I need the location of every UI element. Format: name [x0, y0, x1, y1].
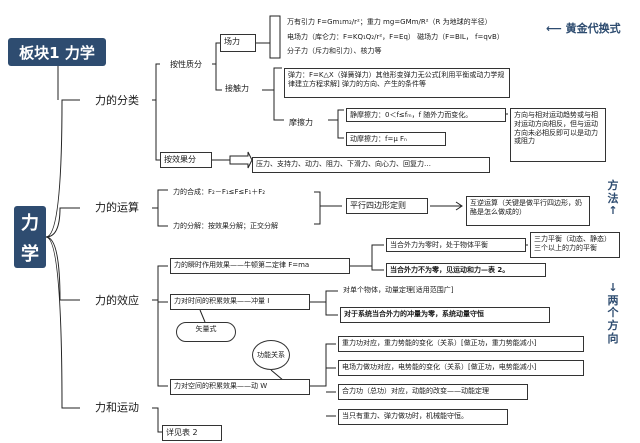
bracket-operation [314, 191, 342, 225]
node-by-effect: 按效果分 [160, 152, 212, 168]
link-time-sub [310, 290, 338, 316]
node-elastic: 弹力：F=K△X（弹簧弹力）其他形变弹力无公式[利用平衡或动力学规律建立方程求解… [284, 68, 510, 98]
node-field-desc-2: 电场力（库仑力：F=KQ₁Q₂/r²，F=Eq） 磁场力（F=BIL， f=qv… [287, 33, 504, 41]
node-kinetic-friction: 动摩擦力：f=μ Fₙ [346, 132, 446, 146]
section-title: 板块1 力学 [8, 38, 106, 66]
node-gravity-work: 重力功对应，重力势能的变化（关系）[做正功，重力势能减小] [338, 336, 584, 352]
two-directions-label: ↓两个方向 [605, 281, 621, 345]
node-field-desc-3: 分子力（斥力和引力）、核力等 [287, 47, 382, 55]
down-arrow-icon: ↓ [608, 281, 618, 294]
gold-arrow-icon: ⟵ [546, 22, 566, 35]
node-net-work: 合力功（总功）对应，动能的改变——动能定理 [338, 384, 528, 400]
node-net-zero: 当合外力为零时，处于物体平衡 [386, 238, 526, 252]
two-directions-text: 两个方向 [607, 293, 619, 345]
node-vector: 矢量式 [176, 322, 236, 342]
gold-replace-text: 黄金代换式 [565, 22, 621, 35]
node-see-table: 详见表 2 [162, 425, 222, 441]
node-cat-effect: 力的效应 [95, 294, 139, 308]
link-contact-sub [262, 67, 284, 121]
node-friction: 摩擦力 [289, 118, 313, 127]
method-label-text: 方法 [607, 179, 619, 205]
link-subject-operation [45, 207, 80, 238]
method-label: 方法↑ [605, 179, 621, 218]
bracket-field [256, 15, 281, 59]
link-subject-motion [45, 236, 80, 409]
link-space-sub [310, 343, 336, 417]
arrow-parallelogram [430, 201, 463, 211]
node-parallelogram: 平行四边形定则 [346, 198, 428, 214]
node-cat-operation: 力的运算 [95, 201, 139, 215]
node-net-nonzero: 当合外力不为零，见运动和力—表 2。 [386, 263, 546, 277]
subject-char-1: 力 [21, 212, 39, 234]
arrow-effect-list [212, 151, 253, 169]
node-contact-force: 接触力 [225, 84, 249, 93]
link-classify-effect [152, 99, 160, 161]
node-equilibrium: 三力平衡（动态、静态）三个以上的力的平衡 [530, 232, 620, 258]
node-decomposition: 力的分解：按效果分解；正交分解 [173, 222, 278, 230]
node-single-object: 对单个物体，动量定理[适用范围广] [343, 286, 454, 294]
link-time-vector [199, 309, 206, 323]
link-classify-nature [152, 63, 160, 101]
node-friction-dir: 方向与相对运动趋势或与相对运动方向相反，但与运动方向未必相反即可以是动力或阻力 [510, 108, 606, 162]
link-nature-contact [212, 63, 222, 91]
node-cat-classify: 力的分类 [95, 94, 139, 108]
link-friction-sub [328, 109, 344, 139]
node-composition: 力的合成：F₂－F₁≤F≤F₁＋F₂ [173, 188, 266, 196]
subject-badge: 力 学 [14, 206, 46, 268]
node-time-effect: 力对时间的积累效果——冲量 I [170, 294, 310, 310]
node-field-desc-1: 万有引力 F=Gm₁m₂/r²；重力 mg=GMm/R²（R 为地球的半径） [287, 18, 492, 26]
node-system-momentum: 对于系统当合外力的冲量为零，系统动量守恒 [340, 307, 550, 323]
node-electric-work: 电场力做功对应，电势能的变化（关系）[做正功，电势能减小] [338, 360, 584, 376]
link-operation-sub [152, 189, 168, 227]
node-mech-conservation: 当只有重力、弹力做功时，机械能守恒。 [338, 409, 508, 425]
link-nature-field [212, 42, 220, 65]
gold-replace-label: ⟵ 黄金代换式 [546, 20, 621, 36]
node-function-relation: 功能关系 [252, 340, 290, 370]
node-instant-effect: 力的瞬时作用效果——牛顿第二定律 F=ma [170, 258, 350, 274]
node-static-friction: 静摩擦力：0＜f≤fₘ，f 随外力而变化。 [346, 108, 506, 122]
link-effect-sub [152, 265, 168, 387]
node-inverse-op: 互逆运算（关键是做平行四边形，奶酪是怎么做成的） [466, 196, 590, 226]
node-space-effect: 力对空间的积累效果——动 W [170, 379, 310, 395]
link-subject-effect [45, 236, 80, 301]
node-by-nature: 按性质分 [170, 60, 202, 69]
link-subject-classify [45, 99, 80, 238]
node-field-force: 场力 [220, 34, 256, 52]
link-instant-sub [350, 244, 384, 271]
node-cat-motion: 力和运动 [95, 401, 139, 415]
node-effect-list: 压力、支持力、动力、阻力、下滑力、向心力、回复力… [252, 157, 490, 173]
subject-char-2: 学 [21, 243, 39, 265]
up-arrow-icon: ↑ [608, 204, 618, 218]
link-motion-table [152, 407, 162, 433]
